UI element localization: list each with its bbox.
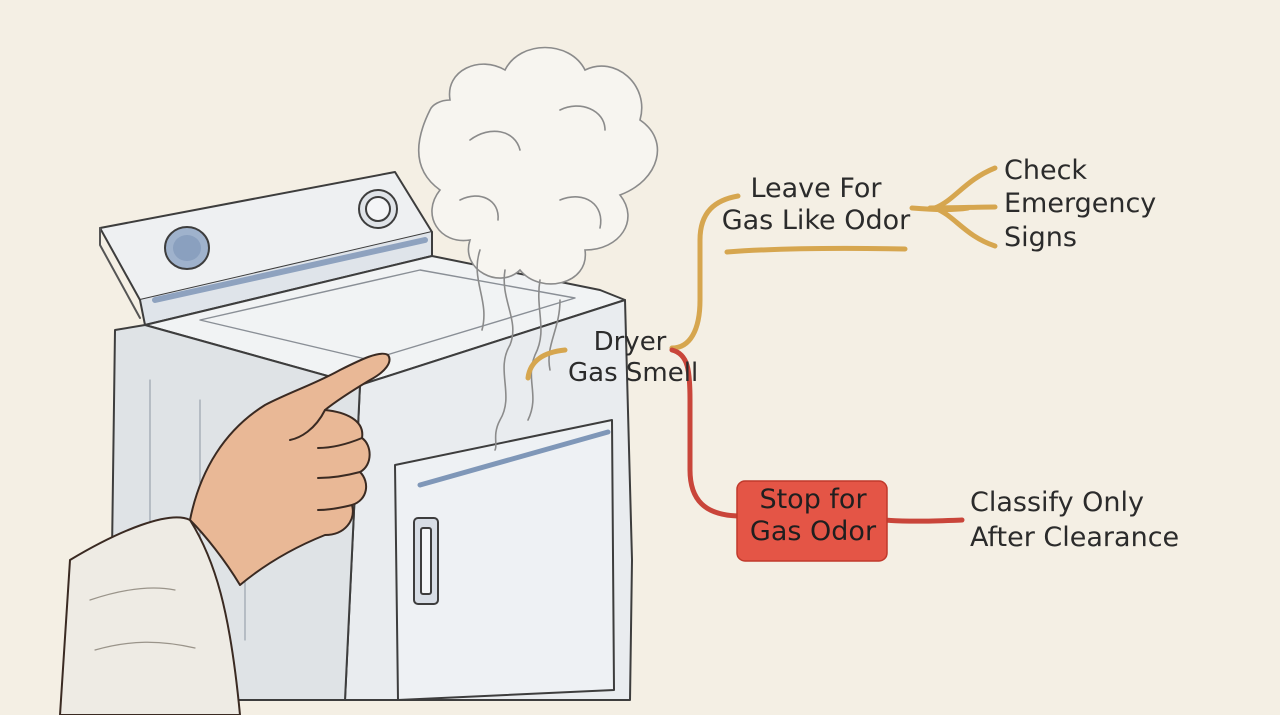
- root-line-2: Gas Smell: [568, 358, 699, 389]
- stop-line-2: Gas Odor: [749, 516, 877, 548]
- check-line-3: Signs: [1004, 221, 1077, 253]
- check-node-label: Check Emergency Signs: [1004, 154, 1156, 254]
- dryer-door: [394, 419, 615, 701]
- classify-node-label: Classify Only After Clearance: [970, 486, 1179, 555]
- leave-line-2: Gas Like Odor: [721, 205, 911, 237]
- stop-node-label: Stop for Gas Odor: [740, 484, 886, 549]
- stop-node-box: [736, 480, 888, 562]
- smoke-illustration: [418, 46, 659, 451]
- sleeve: [59, 516, 241, 715]
- connector-root-to-leave: [669, 193, 741, 351]
- connectors: [525, 165, 998, 524]
- leave-line-1: Leave For: [750, 173, 882, 204]
- connector-stop-to-classify: [881, 517, 965, 524]
- leave-underline: [724, 245, 908, 255]
- classify-line-2: After Clearance: [970, 521, 1180, 553]
- leave-node-label: Leave For Gas Like Odor: [716, 173, 916, 238]
- connector-root-to-stop: [669, 347, 741, 519]
- root-swoosh: [525, 347, 568, 381]
- root-node-label: Dryer Gas Smell: [568, 327, 699, 389]
- hand: [189, 352, 391, 586]
- check-line-1: Check: [1004, 155, 1088, 186]
- pointing-hand-illustration: [59, 352, 391, 715]
- check-line-2: Emergency: [1004, 188, 1157, 220]
- stop-line-1: Stop for: [759, 484, 867, 515]
- classify-line-1: Classify Only: [970, 487, 1144, 518]
- root-line-1: Dryer: [593, 327, 667, 357]
